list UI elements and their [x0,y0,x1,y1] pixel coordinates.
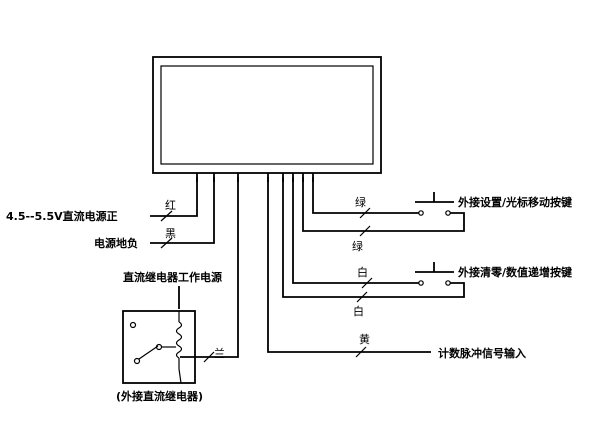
wire-white-1: 白 [292,177,419,289]
push-button-clear-icon [415,262,454,286]
wire-color-white-1: 白 [357,265,368,279]
label-pulse-input: 计数脉冲信号输入 [438,346,526,360]
wire-green-2: 绿 [302,177,465,253]
relay-icon [122,310,196,384]
wire-white-2: 白 [282,177,465,318]
wire-color-white-2: 白 [353,304,364,318]
display-module [152,56,382,174]
label-key-clear: 外接清零/数值递增按键 [457,265,573,279]
label-key-setting: 外接设置/光标移动按键 [457,195,573,209]
label-relay-power: 直流继电器工作电源 [123,270,222,284]
wire-black: 黑 [150,177,215,249]
wire-color-blue: 兰 [214,347,225,360]
label-relay-caption: (外接直流继电器) [116,389,203,403]
label-power-ground: 电源地负 [94,236,138,250]
wire-blue: 兰 [180,177,239,363]
wire-yellow: 黄 [267,177,431,358]
wire-red: 红 [150,177,198,222]
wire-green-1: 绿 [312,177,419,219]
wire-color-green-2: 绿 [352,239,363,253]
label-power-positive: 4.5--5.5V直流电源正 [6,209,118,223]
wire-color-red: 红 [165,199,176,212]
wire-color-black: 黑 [165,227,176,240]
wire-color-green-1: 绿 [355,195,366,209]
push-button-setting-icon [415,192,454,216]
wire-color-yellow: 黄 [359,332,370,346]
